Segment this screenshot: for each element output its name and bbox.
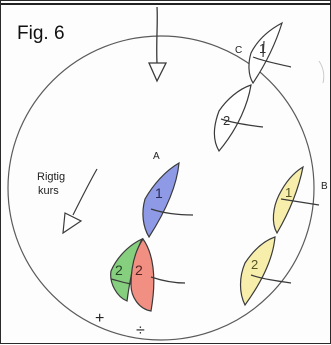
boat-c2: 2 <box>213 84 264 153</box>
boat-a2-red-number: 2 <box>135 262 143 278</box>
boat-a2-red: 2 ÷ <box>130 237 186 339</box>
boat-b2: 2 <box>239 236 292 307</box>
boat-b1: 1 <box>272 165 320 235</box>
boat-c1: 1 <box>248 21 292 85</box>
group-label-b: B <box>321 181 328 192</box>
figure-label: Fig. 6 <box>17 23 65 44</box>
wind-arrow-icon <box>147 6 168 83</box>
boat-a1-number: 1 <box>155 185 163 201</box>
zone-circle <box>7 35 315 341</box>
compass-label-line-1: Rigtig <box>37 171 65 183</box>
compass-label-line-2: kurs <box>38 185 59 197</box>
boat-c2-number: 2 <box>223 113 230 128</box>
boat-b1-number: 1 <box>285 185 292 200</box>
boat-c1-number: 1 <box>259 41 266 56</box>
boat-a2-green-number: 2 <box>115 262 123 278</box>
right-course-arrow-icon <box>62 168 98 235</box>
boat-b2-number: 2 <box>251 257 258 272</box>
divide-marker: ÷ <box>136 322 145 339</box>
group-label-c: C <box>235 45 242 56</box>
boat-a1: 1 <box>142 161 194 239</box>
plus-marker: + <box>95 310 104 327</box>
group-label-a: A <box>153 151 160 162</box>
pencil-smudge <box>318 60 325 84</box>
